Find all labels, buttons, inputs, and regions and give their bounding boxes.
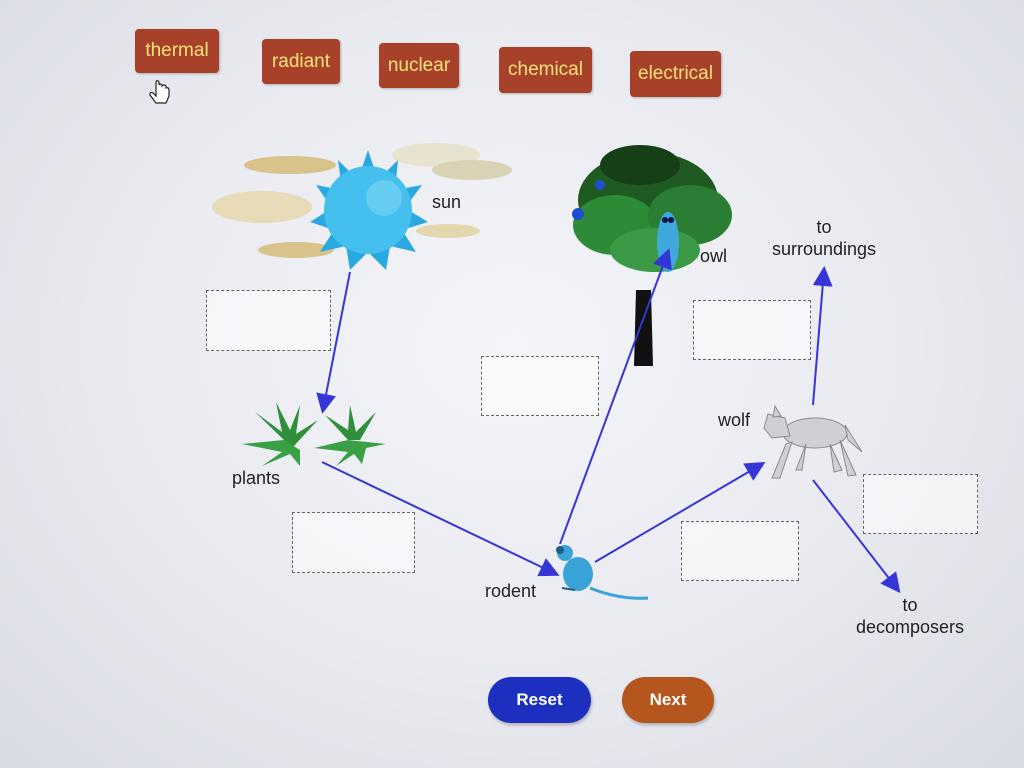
label-to-surroundings: to surroundings (762, 216, 886, 260)
tree-icon (572, 145, 732, 366)
rodent-icon (556, 545, 649, 600)
label-to-surroundings-line2: surroundings (771, 239, 877, 259)
energy-flow-arrows (316, 248, 901, 594)
drop-box-plants-to-rodent[interactable] (292, 512, 415, 573)
label-plants: plants (232, 468, 281, 488)
cloud-illustration (212, 143, 512, 258)
label-to-surroundings-line1: to (816, 217, 832, 237)
reset-button[interactable]: Reset (488, 677, 591, 723)
drop-box-rodent-to-wolf[interactable] (681, 521, 799, 581)
next-button[interactable]: Next (622, 677, 714, 723)
label-to-decomposers-line2: decomposers (855, 617, 965, 637)
label-owl: owl (700, 246, 728, 266)
label-wolf: wolf (718, 410, 751, 430)
drop-box-owl[interactable] (693, 300, 811, 360)
chip-electrical[interactable]: electrical (630, 51, 721, 97)
wolf-icon (763, 404, 863, 479)
sun-icon (310, 150, 428, 270)
chip-thermal[interactable]: thermal (135, 29, 219, 73)
drop-box-wolf-to-decomposers[interactable] (863, 474, 978, 534)
chip-radiant[interactable]: radiant (262, 39, 340, 84)
label-sun: sun (432, 192, 462, 212)
label-to-decomposers-line1: to (902, 595, 918, 615)
drop-box-rodent-to-owl[interactable] (481, 356, 599, 416)
plants-icon (242, 402, 386, 466)
owl-icon (657, 212, 679, 272)
chip-nuclear[interactable]: nuclear (379, 43, 459, 88)
chip-chemical[interactable]: chemical (499, 47, 592, 93)
drop-box-sun-to-plants[interactable] (206, 290, 331, 351)
label-to-decomposers: to decomposers (848, 594, 972, 638)
label-rodent: rodent (485, 581, 537, 601)
